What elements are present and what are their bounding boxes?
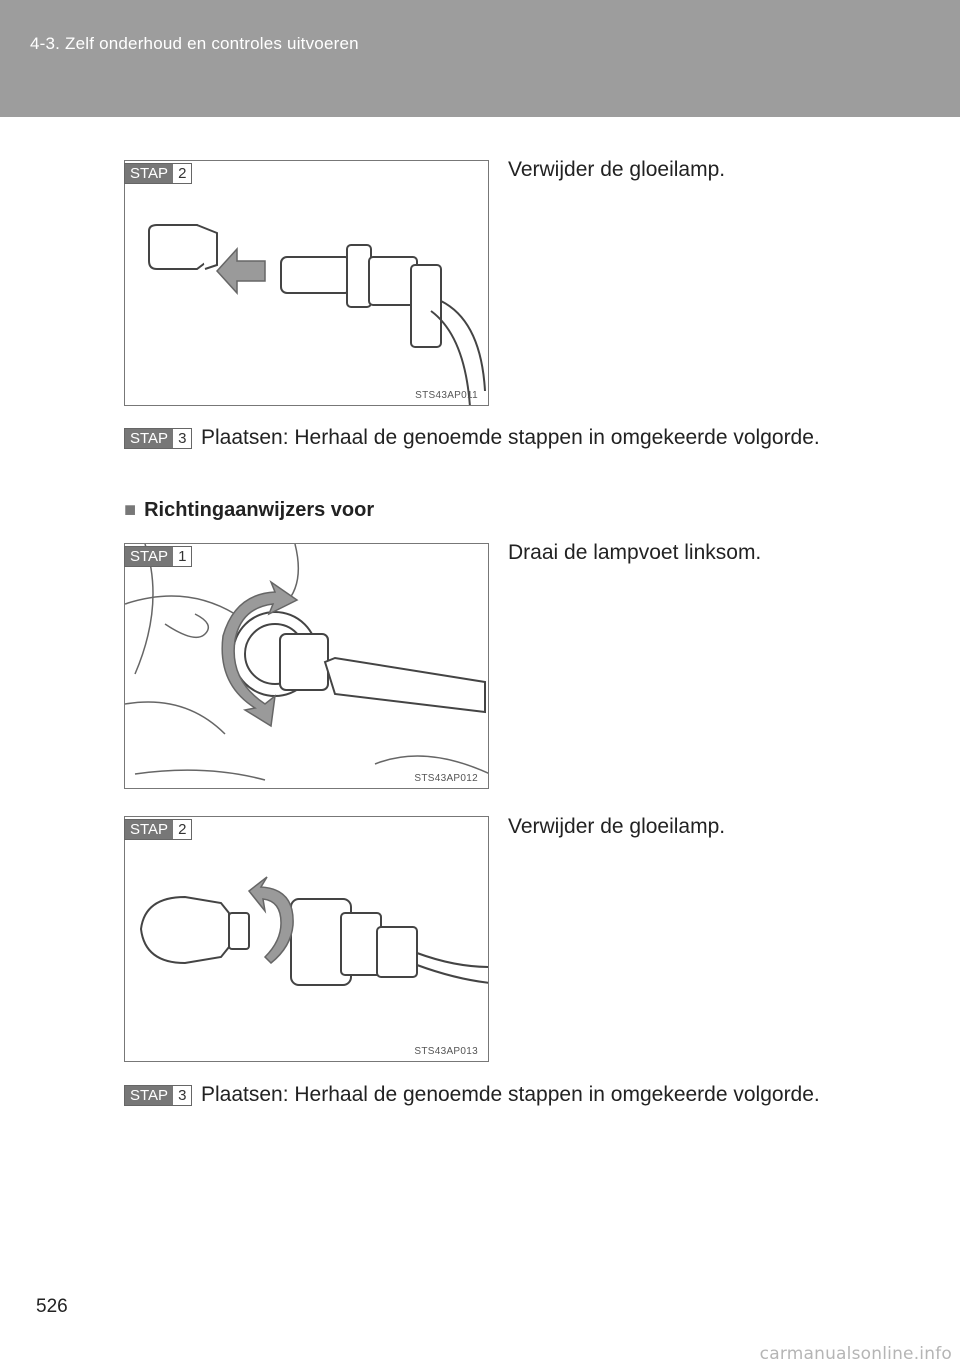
- bulb-removal-illustration: [148, 224, 486, 405]
- figure-remove-bulb: STS43AP011: [124, 160, 489, 406]
- step-instruction: Plaatsen: Herhaal de genoemde stappen in…: [201, 1083, 820, 1106]
- step-instruction: Plaatsen: Herhaal de genoemde stappen in…: [201, 426, 820, 449]
- bulb-removal-illustration: [139, 876, 488, 986]
- figure-remove-bulb: STS43AP013: [124, 816, 489, 1062]
- figure-turn-socket: STS43AP012: [124, 543, 489, 789]
- section-heading: ■Richtingaanwijzers voor: [124, 499, 375, 521]
- section-title: 4-3. Zelf onderhoud en controles uitvoer…: [30, 34, 359, 53]
- step-instruction: Verwijder de gloeilamp.: [508, 815, 726, 838]
- watermark: carmanualsonline.info: [759, 1344, 952, 1364]
- step-instruction: Verwijder de gloeilamp.: [508, 158, 726, 181]
- page-number: 526: [36, 1296, 68, 1317]
- page-header: 4-3. Zelf onderhoud en controles uitvoer…: [0, 0, 960, 117]
- figure-code: STS43AP013: [414, 1046, 478, 1057]
- figure-code: STS43AP011: [415, 390, 478, 401]
- square-bullet-icon: ■: [124, 499, 137, 521]
- figure-code: STS43AP012: [414, 773, 478, 784]
- socket-turn-illustration: [125, 544, 488, 781]
- step-instruction: Draai de lampvoet linksom.: [508, 541, 762, 564]
